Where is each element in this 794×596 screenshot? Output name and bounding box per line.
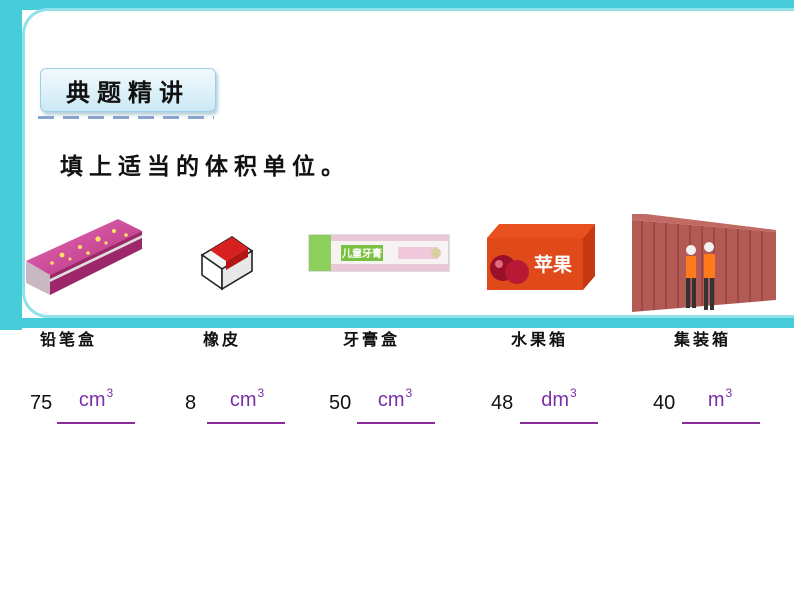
fruit-box-image: 苹果 [485,222,597,292]
volume-number-eraser: 8 [185,392,197,414]
answer-blank-pencil-case[interactable] [57,422,135,424]
toothpaste-box-image: 儿童牙膏 [308,233,450,273]
answer-blank-toothpaste-box[interactable] [357,422,435,424]
volume-unit-eraser: cm3 [229,386,265,411]
item-label-toothpaste-box: 牙膏盒 [343,330,401,349]
fruit-box-text: 苹果 [534,253,572,276]
volume-unit-toothpaste-box: cm3 [377,386,413,411]
frame-left-bar [0,0,22,330]
item-label-eraser: 橡皮 [203,330,242,349]
volume-unit-pencil-case: cm3 [78,386,114,411]
frame-top-bar [0,0,794,10]
toothpaste-brand-text: 儿童牙膏 [341,247,382,260]
pencil-case-image [22,213,144,299]
title-dashed-underline [38,116,214,119]
volume-unit-fruit-box: dm3 [541,386,577,411]
answer-blank-fruit-box[interactable] [520,422,598,424]
item-label-pencil-case: 铅笔盒 [40,330,98,349]
section-title: 典题精讲 [66,77,190,107]
eraser-image [198,233,254,291]
volume-number-toothpaste-box: 50 [329,392,352,414]
answer-blank-container[interactable] [682,422,760,424]
frame-bottom-bar [0,318,794,328]
answer-blank-eraser[interactable] [207,422,285,424]
volume-unit-container: m3 [707,386,733,411]
volume-number-container: 40 [653,392,676,414]
volume-number-fruit-box: 48 [491,392,514,414]
worker-figures [686,242,715,310]
question-instruction: 填上适当的体积单位。 [60,153,350,180]
volume-number-pencil-case: 75 [30,392,53,414]
section-title-badge: 典题精讲 [40,68,216,112]
shipping-container-image [630,212,776,314]
item-label-fruit-box: 水果箱 [511,330,569,349]
item-label-container: 集装箱 [674,330,732,349]
